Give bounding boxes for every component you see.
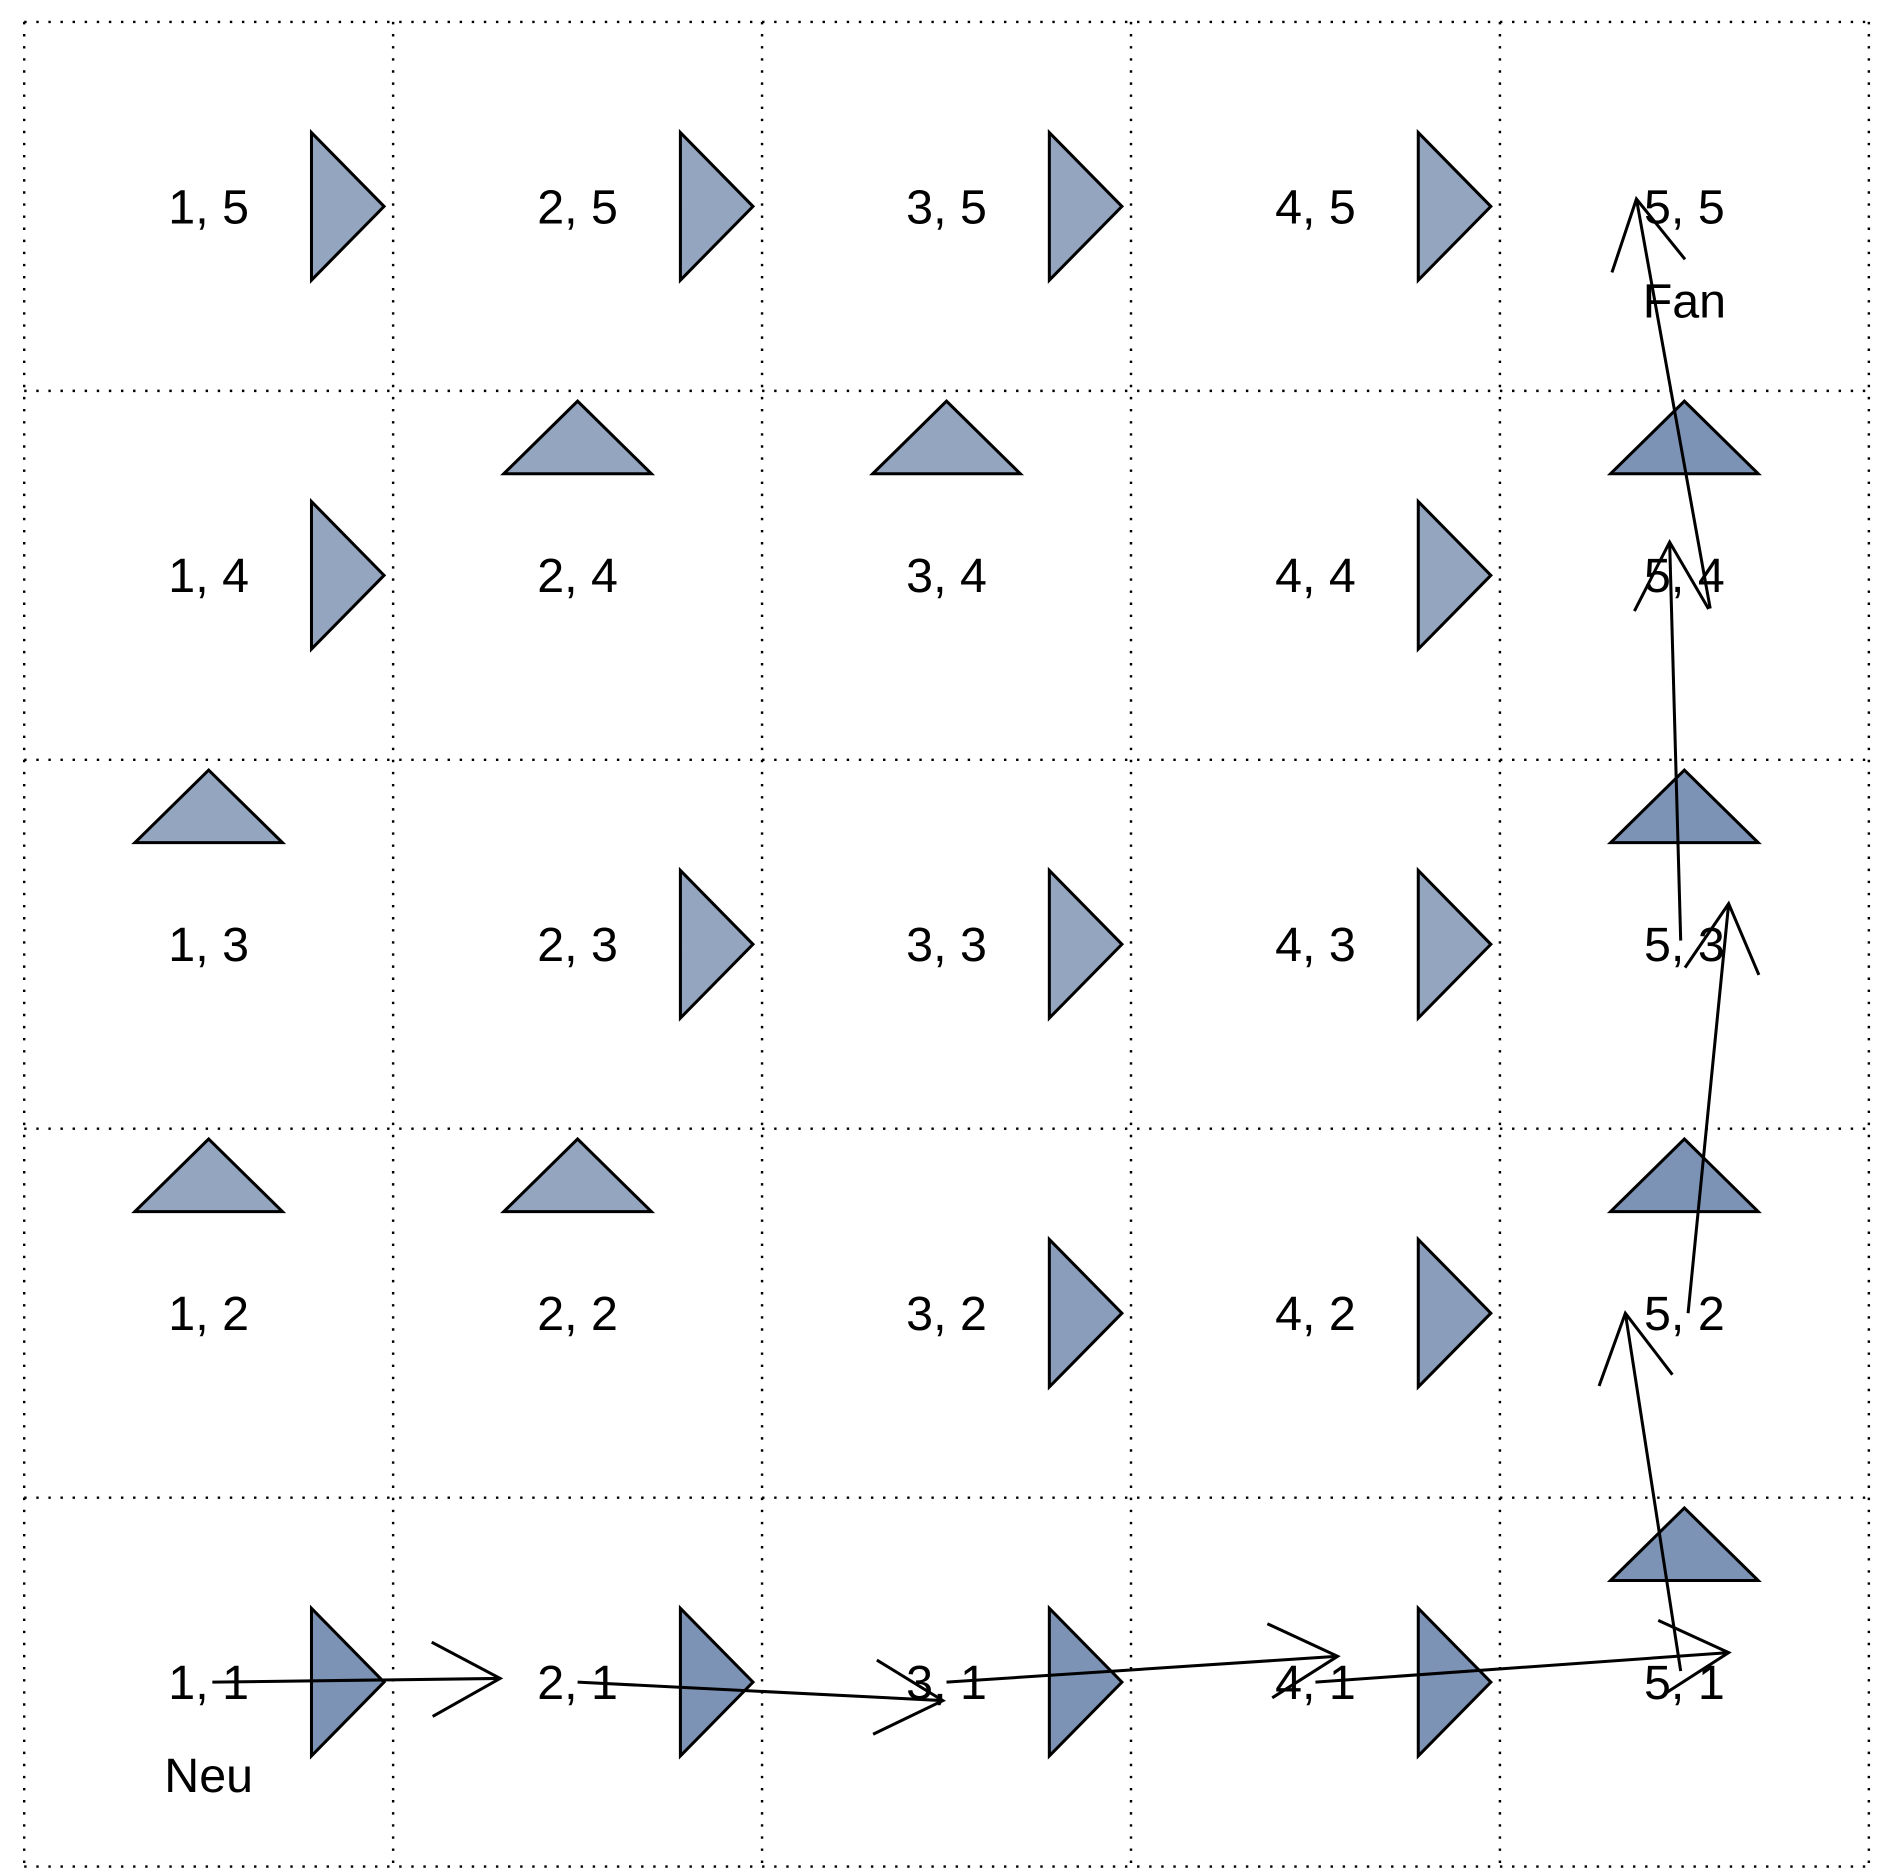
right-arrow-marker (1047, 1235, 1125, 1391)
up-arrow-marker (1606, 1136, 1762, 1214)
arrowhead-icon (1597, 1310, 1674, 1387)
arrowhead-icon (1633, 538, 1710, 612)
cell-labels: 1, 5 2, 5 3, 5 4, 5 5, 5 1, 4 2, 4 3, 4 4, 4 5, 4… (168, 180, 1724, 1710)
cell-label: 3, 2 (906, 1287, 987, 1341)
trajectory-segment (1686, 903, 1731, 1314)
up-arrow-marker (500, 1136, 656, 1214)
arrowhead-icon (1657, 1619, 1732, 1696)
trajectory-segment (1668, 542, 1683, 941)
right-arrow-marker (1047, 1604, 1125, 1760)
right-arrow-marker (678, 866, 756, 1022)
cell-label: 1, 3 (168, 918, 249, 972)
arrowhead-icon (1683, 900, 1761, 976)
cell-label: 3, 3 (906, 918, 987, 972)
right-arrow-marker (1416, 497, 1493, 653)
cell-label: 2, 2 (537, 1287, 618, 1341)
arrowhead-icon (1266, 1622, 1341, 1700)
trajectory-segment (577, 1680, 943, 1703)
right-arrow-marker (1416, 866, 1493, 1022)
trajectory-segment (1634, 198, 1712, 609)
cell-label: 4, 2 (1275, 1287, 1356, 1341)
cell-label: 1, 4 (168, 549, 249, 603)
right-arrow-marker (309, 128, 387, 284)
trajectory-segment (212, 1676, 501, 1684)
up-arrow-marker (131, 1136, 287, 1214)
arrowhead-icon (872, 1658, 946, 1736)
trajectory-segment (1315, 1651, 1729, 1684)
right-arrow-marker (1416, 128, 1493, 284)
right-arrow-marker (309, 497, 387, 653)
cell-label: 5, 2 (1644, 1287, 1725, 1341)
trajectory-segment (1623, 1312, 1683, 1672)
cell-label: 4, 1 (1275, 1656, 1356, 1710)
cell-label: 3, 1 (906, 1656, 987, 1710)
cell-label: 1, 2 (168, 1287, 249, 1341)
cell-label: 2, 5 (537, 180, 618, 234)
goal-label: Fan (1643, 275, 1726, 329)
right-arrow-marker (678, 128, 756, 284)
arrowhead-icon (430, 1640, 504, 1718)
up-arrow-marker (500, 399, 656, 476)
cell-label: 3, 5 (906, 180, 987, 234)
cell-label: 1, 5 (168, 180, 249, 234)
trajectory-segment (946, 1654, 1338, 1684)
start-label: Neu (164, 1749, 253, 1803)
right-arrow-marker (1047, 128, 1125, 284)
trajectory (212, 195, 1761, 1736)
cell-label: 4, 5 (1275, 180, 1356, 234)
policy-markers (131, 128, 1762, 1760)
grid-lines (22, 20, 1871, 1868)
right-arrow-marker (678, 1604, 756, 1760)
up-arrow-marker (1606, 1505, 1762, 1583)
up-arrow-marker (1606, 767, 1762, 845)
cell-label: 5, 4 (1644, 549, 1725, 603)
up-arrow-marker (131, 767, 287, 845)
right-arrow-marker (1047, 866, 1125, 1022)
cell-label: 3, 4 (906, 549, 987, 603)
right-arrow-marker (1416, 1604, 1493, 1760)
arrowhead-icon (1610, 195, 1687, 273)
cell-label: 4, 3 (1275, 918, 1356, 972)
cell-label: 2, 4 (537, 549, 618, 603)
cell-label: 2, 3 (537, 918, 618, 972)
right-arrow-marker (1416, 1235, 1493, 1391)
up-arrow-marker (869, 399, 1025, 476)
cell-label: 4, 4 (1275, 549, 1356, 603)
cell-label: 5, 5 (1644, 180, 1725, 234)
